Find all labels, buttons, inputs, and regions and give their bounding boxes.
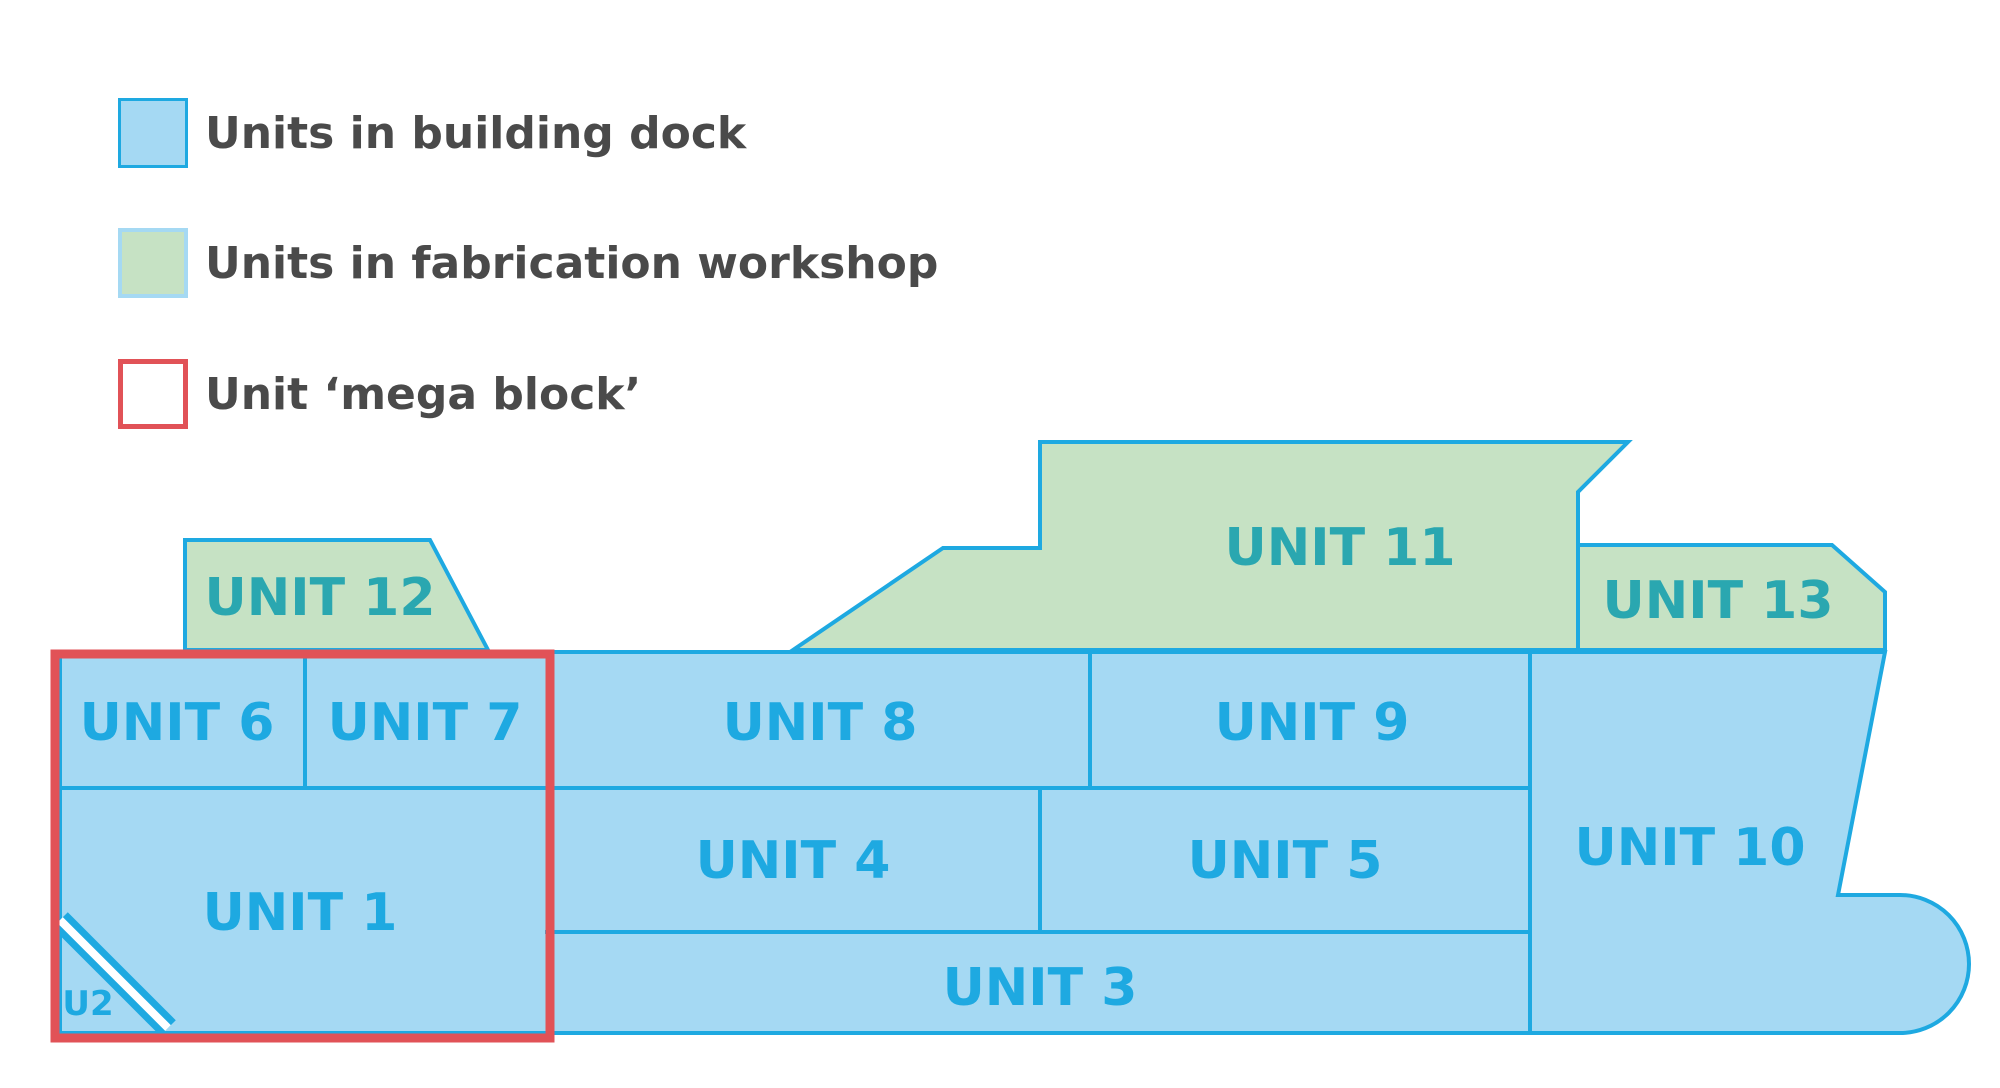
unit-1-label: UNIT 1 — [203, 883, 398, 943]
legend-label-building-dock: Units in building dock — [205, 107, 747, 159]
unit-13-block — [1576, 543, 1887, 652]
legend-label-mega-block: Unit ‘mega block’ — [205, 368, 642, 420]
unit-10-label: UNIT 10 — [1574, 818, 1805, 878]
unit-7-label: UNIT 7 — [328, 693, 523, 753]
fabrication-workshop-swatch — [118, 228, 188, 298]
unit-2-label: U2 — [62, 984, 113, 1024]
legend-item-fabrication-workshop: Units in fabrication workshop — [118, 228, 938, 298]
unit-13-label: UNIT 13 — [1602, 571, 1833, 631]
unit-12-label: UNIT 12 — [204, 568, 435, 628]
unit-3-label: UNIT 3 — [943, 958, 1138, 1018]
mega-block-outline — [50, 649, 555, 1043]
unit-11-block — [786, 440, 1633, 652]
legend-item-mega-block: Unit ‘mega block’ — [118, 359, 641, 429]
unit-9-label: UNIT 9 — [1215, 693, 1410, 753]
hull-body — [58, 650, 1971, 1035]
unit-5-label: UNIT 5 — [1188, 831, 1383, 891]
unit-6-label: UNIT 6 — [80, 693, 275, 753]
mega-block-swatch — [118, 359, 188, 429]
unit-4-label: UNIT 4 — [696, 831, 891, 891]
unit-divider-lines — [60, 652, 1532, 1033]
unit-11-label: UNIT 11 — [1224, 518, 1455, 578]
unit-2-stripe — [52, 912, 176, 1036]
building-dock-swatch — [118, 98, 188, 168]
legend-label-fabrication-workshop: Units in fabrication workshop — [205, 237, 939, 289]
unit-8-label: UNIT 8 — [723, 693, 918, 753]
legend-item-building-dock: Units in building dock — [118, 98, 746, 168]
